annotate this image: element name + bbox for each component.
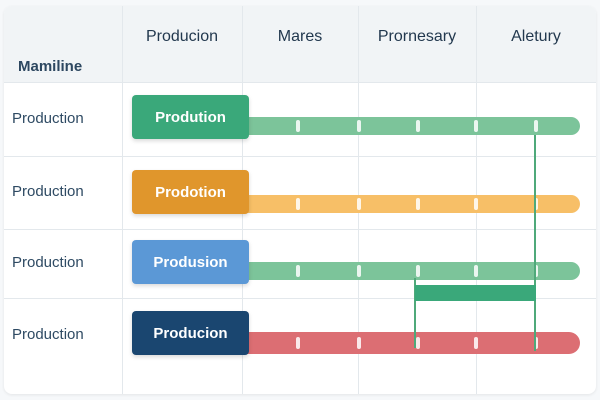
column-header[interactable]: Prornesary bbox=[377, 28, 457, 45]
column-header[interactable]: Producion bbox=[145, 28, 219, 45]
track-tick bbox=[534, 198, 538, 210]
gantt-board: Mamiline Producion Mares Prornesary Alet… bbox=[4, 6, 596, 394]
track-tick bbox=[357, 198, 361, 210]
dependency-line bbox=[534, 135, 536, 351]
column-divider bbox=[122, 6, 123, 394]
row-divider bbox=[4, 156, 596, 157]
task-bar[interactable]: Producion bbox=[132, 311, 249, 355]
row-divider bbox=[4, 298, 596, 299]
track-tick bbox=[534, 265, 538, 277]
track-tick bbox=[534, 120, 538, 132]
header-row bbox=[4, 6, 596, 82]
row-divider bbox=[4, 229, 596, 230]
timeline-track bbox=[236, 332, 580, 354]
dependency-line bbox=[414, 278, 416, 348]
track-tick bbox=[416, 120, 420, 132]
column-header[interactable]: Aletury bbox=[511, 28, 561, 45]
track-tick bbox=[296, 198, 300, 210]
track-tick bbox=[357, 337, 361, 349]
track-tick bbox=[474, 265, 478, 277]
row-label: Production bbox=[12, 183, 84, 200]
row-label: Production bbox=[12, 110, 84, 127]
row-divider bbox=[4, 82, 596, 83]
track-tick bbox=[357, 265, 361, 277]
timeline-track bbox=[236, 195, 580, 213]
track-tick bbox=[474, 337, 478, 349]
timeline-track bbox=[236, 117, 580, 135]
dependency-bar[interactable] bbox=[415, 285, 536, 301]
row-label: Production bbox=[12, 254, 84, 271]
track-tick bbox=[357, 120, 361, 132]
task-bar[interactable]: Prodotion bbox=[132, 170, 249, 214]
task-bar[interactable]: Prodution bbox=[132, 95, 249, 139]
track-tick bbox=[474, 120, 478, 132]
column-header[interactable]: Mares bbox=[277, 28, 323, 45]
track-tick bbox=[296, 120, 300, 132]
row-header-label: Mamiline bbox=[18, 58, 83, 75]
row-label: Production bbox=[12, 326, 84, 343]
track-tick bbox=[416, 337, 420, 349]
track-tick bbox=[296, 337, 300, 349]
track-tick bbox=[416, 198, 420, 210]
track-tick bbox=[474, 198, 478, 210]
timeline-track bbox=[236, 262, 580, 280]
track-tick bbox=[416, 265, 420, 277]
task-bar[interactable]: Produsion bbox=[132, 240, 249, 284]
track-tick bbox=[534, 337, 538, 349]
track-tick bbox=[296, 265, 300, 277]
